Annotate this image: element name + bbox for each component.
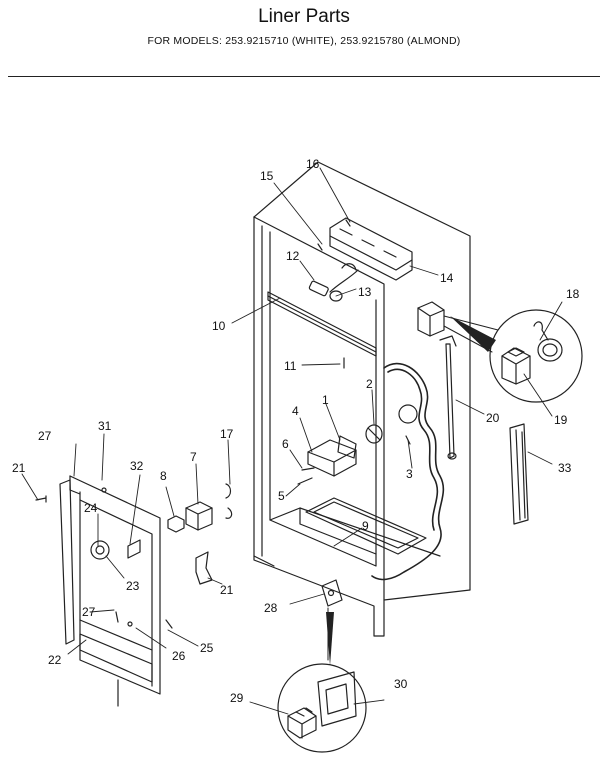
callout-23: 23 [126, 579, 140, 593]
callout-33: 33 [558, 461, 572, 475]
callout-10: 10 [212, 319, 226, 333]
callout-29: 29 [230, 691, 244, 705]
callout-5: 5 [278, 489, 285, 503]
callout-9: 9 [362, 519, 369, 533]
callout-21-clip: 21 [220, 583, 234, 597]
callout-24: 24 [84, 501, 98, 515]
light-socket-assembly [308, 263, 359, 302]
rear-box [417, 301, 445, 337]
screw-parts [35, 219, 411, 629]
control-housing [307, 435, 357, 477]
top-channel [329, 217, 413, 281]
callout-16: 16 [306, 157, 320, 171]
drain-tube [439, 335, 457, 460]
callout-20: 20 [486, 411, 500, 425]
cross-bar [267, 291, 377, 357]
header-divider [8, 76, 600, 77]
wiring-harness [371, 362, 445, 581]
callout-18: 18 [566, 287, 580, 301]
door-trim-strip [509, 423, 529, 525]
callout-22: 22 [48, 653, 62, 667]
callout-8: 8 [160, 469, 167, 483]
callout-28: 28 [264, 601, 278, 615]
cabinet-liner [253, 161, 471, 637]
page-title: Liner Parts [258, 6, 350, 27]
callout-14: 14 [440, 271, 454, 285]
callout-19: 19 [554, 413, 568, 427]
callout-4: 4 [292, 404, 299, 418]
callout-7: 7 [190, 450, 197, 464]
callout-13: 13 [358, 285, 372, 299]
detail-circle-thermostat [443, 309, 583, 403]
callout-3: 3 [406, 467, 413, 481]
rear-opening [398, 404, 418, 424]
callout-1: 1 [322, 393, 329, 407]
callout-31: 31 [98, 419, 112, 433]
callout-6: 6 [282, 437, 289, 451]
callout-25: 25 [200, 641, 214, 655]
models-subtitle: FOR MODELS: 253.9215710 (WHITE), 253.921… [147, 35, 461, 47]
callout-12: 12 [286, 249, 300, 263]
callout-21-left: 21 [12, 461, 26, 475]
callout-2: 2 [366, 377, 373, 391]
callout-26: 26 [172, 649, 186, 663]
callout-17: 17 [220, 427, 234, 441]
leader-lines [21, 167, 563, 715]
callout-30: 30 [394, 677, 408, 691]
detail-circle-control [277, 607, 367, 753]
callout-15: 15 [260, 169, 274, 183]
evaporator-cover-panel [59, 475, 161, 707]
drain-trough [305, 497, 427, 555]
control-knob [365, 424, 383, 444]
callout-32: 32 [130, 459, 144, 473]
fan-motor-bracket [167, 483, 233, 533]
bottom-bracket [321, 579, 343, 607]
callout-11: 11 [284, 359, 297, 373]
callout-27-lower: 27 [82, 605, 96, 619]
callout-labels: 1 2 3 4 5 6 7 8 9 10 11 12 13 14 15 16 1… [12, 157, 580, 705]
bracket-clip [195, 551, 213, 585]
callout-27-top: 27 [38, 429, 52, 443]
